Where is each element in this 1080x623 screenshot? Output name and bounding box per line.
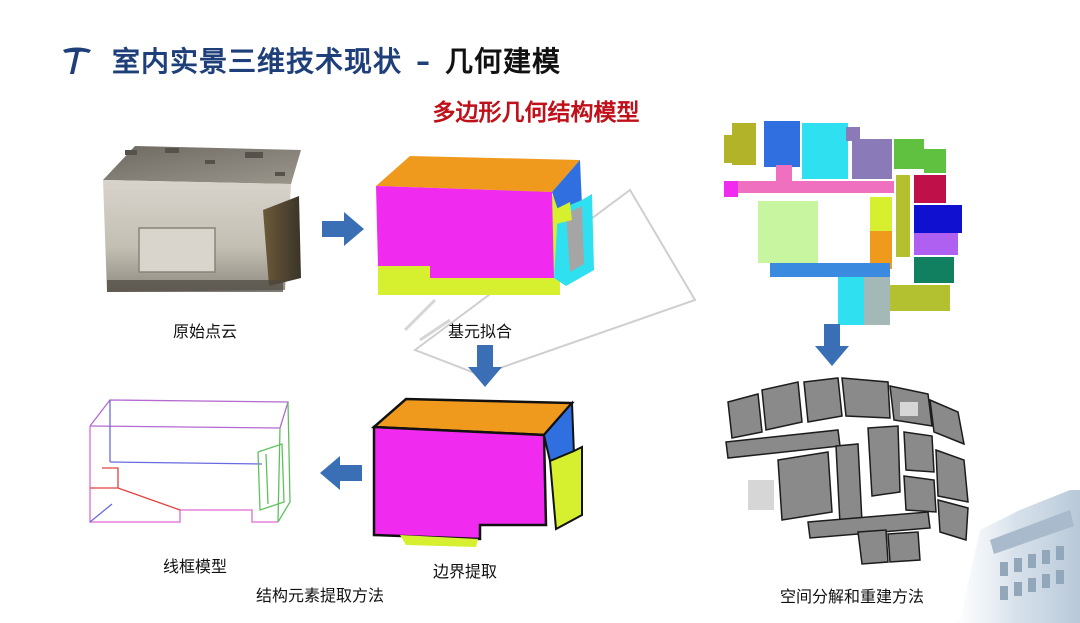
caption-boundary: 边界提取 bbox=[432, 562, 497, 581]
boundary-image bbox=[370, 397, 583, 547]
caption-structure-method: 结构元素提取方法 bbox=[255, 586, 384, 605]
subtitle: 多边形几何结构模型 bbox=[432, 100, 640, 126]
arrow-down-icon-2 bbox=[815, 324, 849, 366]
caption-primitive-fit: 基元拟合 bbox=[447, 322, 512, 341]
slide-header: 室内实景三维技术现状–几何建模 bbox=[60, 38, 561, 82]
caption-wireframe: 线框模型 bbox=[162, 557, 227, 576]
primitive-fit-image bbox=[376, 156, 594, 295]
point-cloud-image bbox=[103, 146, 301, 292]
arrow-down-icon bbox=[468, 345, 502, 387]
wireframe-image bbox=[89, 399, 291, 523]
caption-point-cloud: 原始点云 bbox=[172, 322, 237, 341]
title-dash: – bbox=[416, 45, 432, 78]
page-title: 室内实景三维技术现状–几何建模 bbox=[112, 40, 561, 80]
title-main: 室内实景三维技术现状 bbox=[112, 45, 403, 78]
arrow-left-icon bbox=[320, 456, 362, 490]
reconstruction-image bbox=[725, 377, 969, 565]
caption-space-method: 空间分解和重建方法 bbox=[779, 587, 924, 606]
logo-icon bbox=[63, 47, 91, 74]
arrow-right-icon bbox=[322, 212, 364, 246]
title-sub: 几何建模 bbox=[445, 45, 562, 78]
campus-building-icon bbox=[950, 490, 1080, 623]
space-partition-image bbox=[724, 121, 962, 325]
